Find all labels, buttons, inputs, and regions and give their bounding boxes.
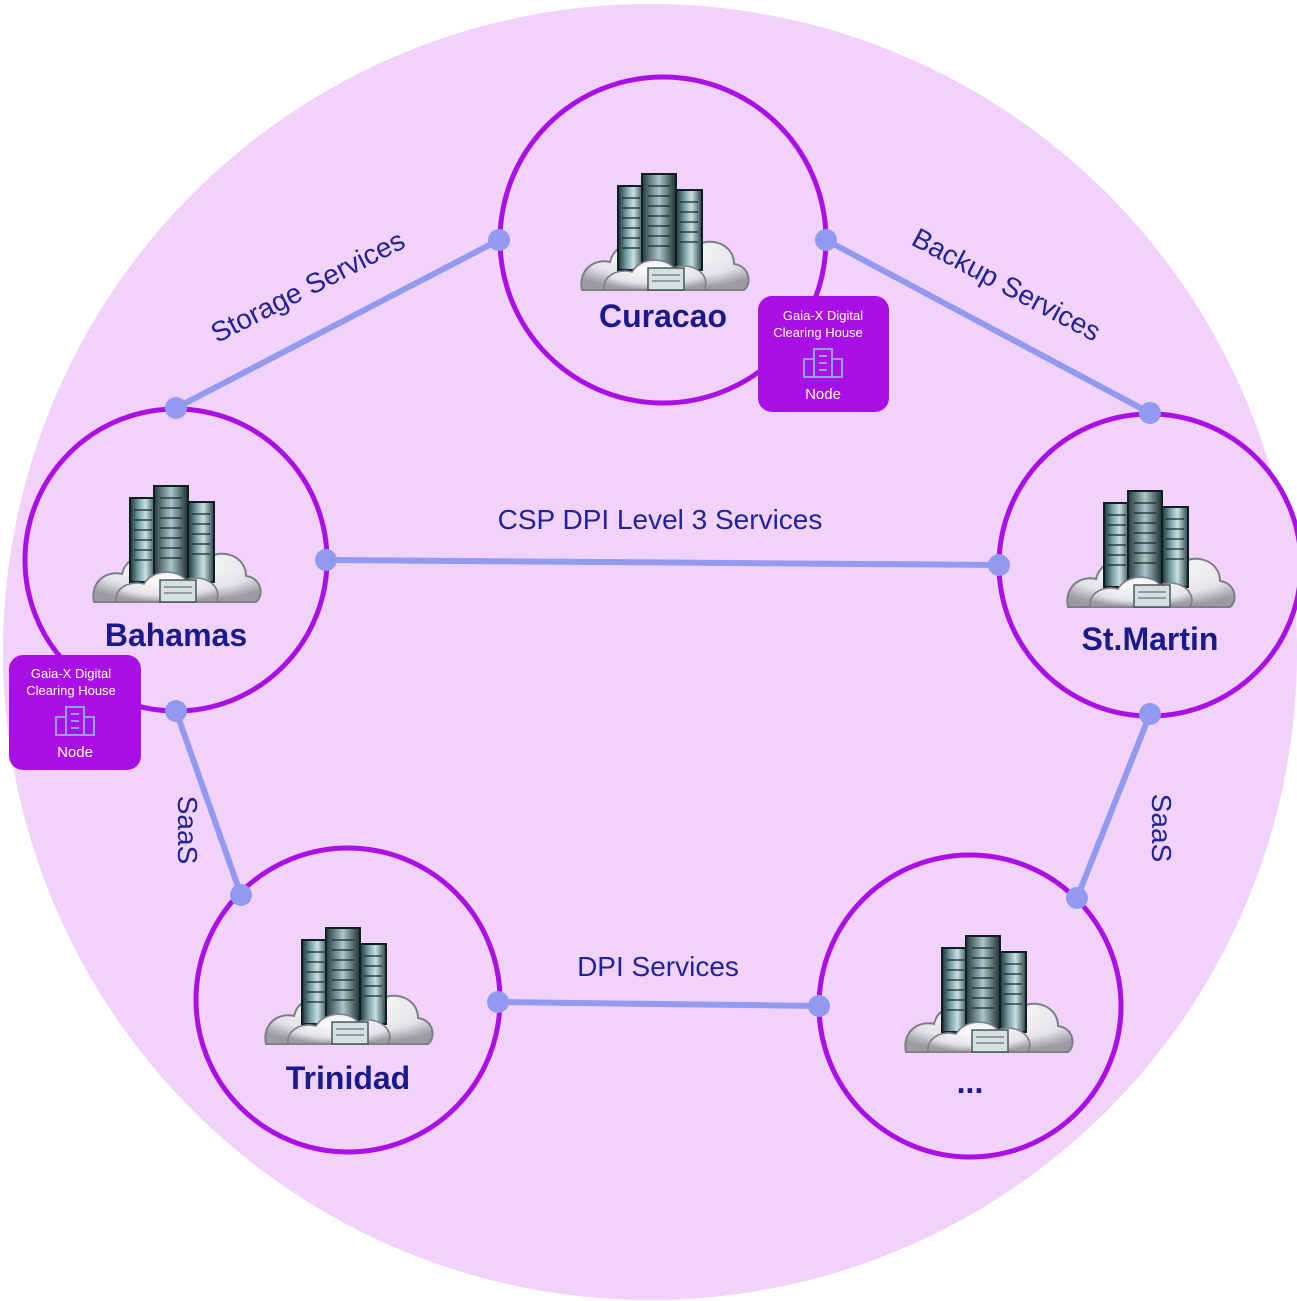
endpoint-dot (487, 991, 509, 1013)
links (173, 237, 1153, 1009)
endpoint-dot (1139, 703, 1161, 725)
endpoint-dot (1066, 887, 1088, 909)
endpoint-dot (165, 700, 187, 722)
badge-line2: Clearing House (773, 325, 863, 340)
link-saas-left (173, 708, 244, 898)
link-dpi-services (495, 999, 822, 1009)
gaia-x-badge-curacao: Gaia-X Digital Clearing House Node (758, 296, 889, 412)
badge-line2: Clearing House (26, 683, 116, 698)
endpoint-dot (988, 554, 1010, 576)
gaia-x-badge-bahamas: Gaia-X Digital Clearing House Node (9, 655, 141, 770)
node-label-bahamas: Bahamas (105, 617, 247, 653)
endpoint-dot (1139, 402, 1161, 424)
node-label-unnamed: ... (957, 1064, 984, 1100)
link-csp-dpi-level3 (323, 557, 1002, 568)
badge-caption: Node (57, 744, 93, 761)
endpoint-dot (165, 397, 187, 419)
link-backup-services (823, 237, 1153, 416)
link-label-saas-right: SaaS (1146, 794, 1177, 863)
node-curacao: Curacao (497, 74, 829, 406)
endpoint-dot (808, 995, 830, 1017)
link-label-dpi-services: DPI Services (577, 951, 739, 982)
node-label-stmartin: St.Martin (1082, 621, 1219, 657)
link-storage-services (173, 237, 502, 411)
endpoint-dot (488, 229, 510, 251)
endpoint-dot (315, 549, 337, 571)
link-saas-right (1074, 711, 1153, 901)
link-label-saas-left: SaaS (172, 796, 203, 865)
node-label-trinidad: Trinidad (286, 1060, 410, 1096)
link-endpoints (165, 229, 1161, 1017)
badge-caption: Node (805, 386, 841, 403)
endpoint-dot (815, 229, 837, 251)
node-label-curacao: Curacao (599, 298, 727, 334)
link-label-csp-dpi-level3: CSP DPI Level 3 Services (498, 504, 823, 535)
endpoint-dot (230, 884, 252, 906)
badge-line1: Gaia-X Digital (783, 308, 863, 323)
node-stmartin: St.Martin (996, 411, 1297, 719)
badge-line1: Gaia-X Digital (31, 666, 111, 681)
